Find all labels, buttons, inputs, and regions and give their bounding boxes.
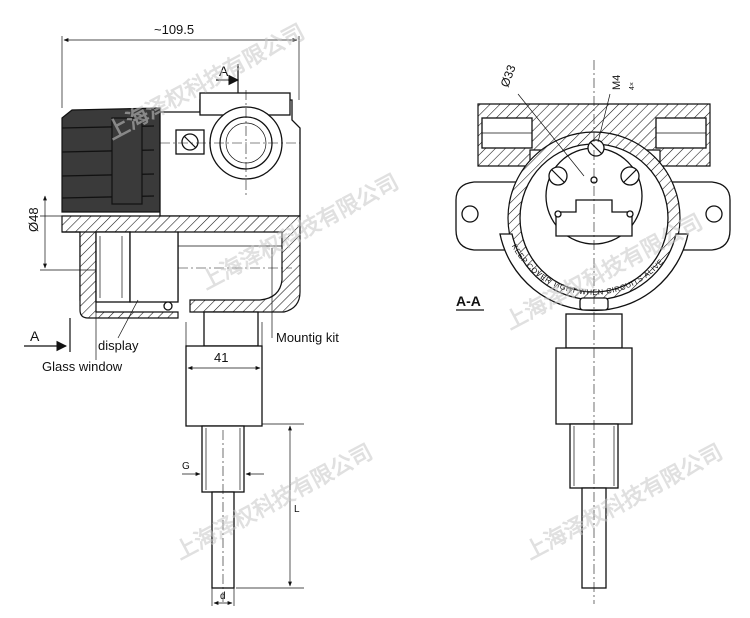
o-ring-icon (163, 301, 173, 311)
cover-lip (499, 233, 689, 312)
display-label: display (98, 338, 139, 353)
cover-ribs (61, 125, 155, 199)
dim41-label: 41 (214, 350, 228, 365)
length-label: L (294, 504, 300, 515)
terminal-pin-right (626, 210, 634, 218)
screw-count-label: 4× (629, 82, 636, 90)
m4-leader (597, 93, 611, 143)
lock-screw-slot (183, 135, 197, 149)
section-title: A-A (456, 293, 481, 309)
screw-left-slot (551, 169, 565, 183)
d-label: d (220, 591, 226, 602)
thread-label: G (182, 461, 190, 472)
glass-window (95, 231, 131, 303)
cover-grip (111, 117, 143, 205)
section-marker-top: A (219, 63, 229, 79)
left-ear-hole (461, 205, 479, 223)
glass-window-label: Glass window (42, 359, 123, 374)
dia33-leader (517, 93, 585, 177)
side-view: ~109.5 A Ø48 (24, 22, 339, 606)
display-module (129, 231, 179, 303)
dia33-label: Ø33 (498, 63, 519, 89)
overall-width-label: ~109.5 (154, 22, 194, 37)
terminal-pin-left (554, 210, 562, 218)
dia48-label: Ø48 (26, 207, 41, 232)
screw-right-slot (623, 169, 637, 183)
display-leader (117, 299, 139, 339)
section-view: KEEP COVER TIGHT WHEN CIRCUITS ALIVE Ø33… (455, 60, 731, 604)
section-marker-bottom: A (30, 328, 40, 344)
right-ear-hole (705, 205, 723, 223)
hex-nut (185, 345, 263, 427)
mounting-kit-label: Mountig kit (276, 330, 339, 345)
housing-section-lower-left (62, 231, 179, 319)
m4-label: M4 (611, 75, 623, 90)
watermark-5: 上海泽权科技有限公司 (521, 439, 727, 565)
screw-top-slot (589, 141, 603, 155)
neck (203, 311, 259, 347)
